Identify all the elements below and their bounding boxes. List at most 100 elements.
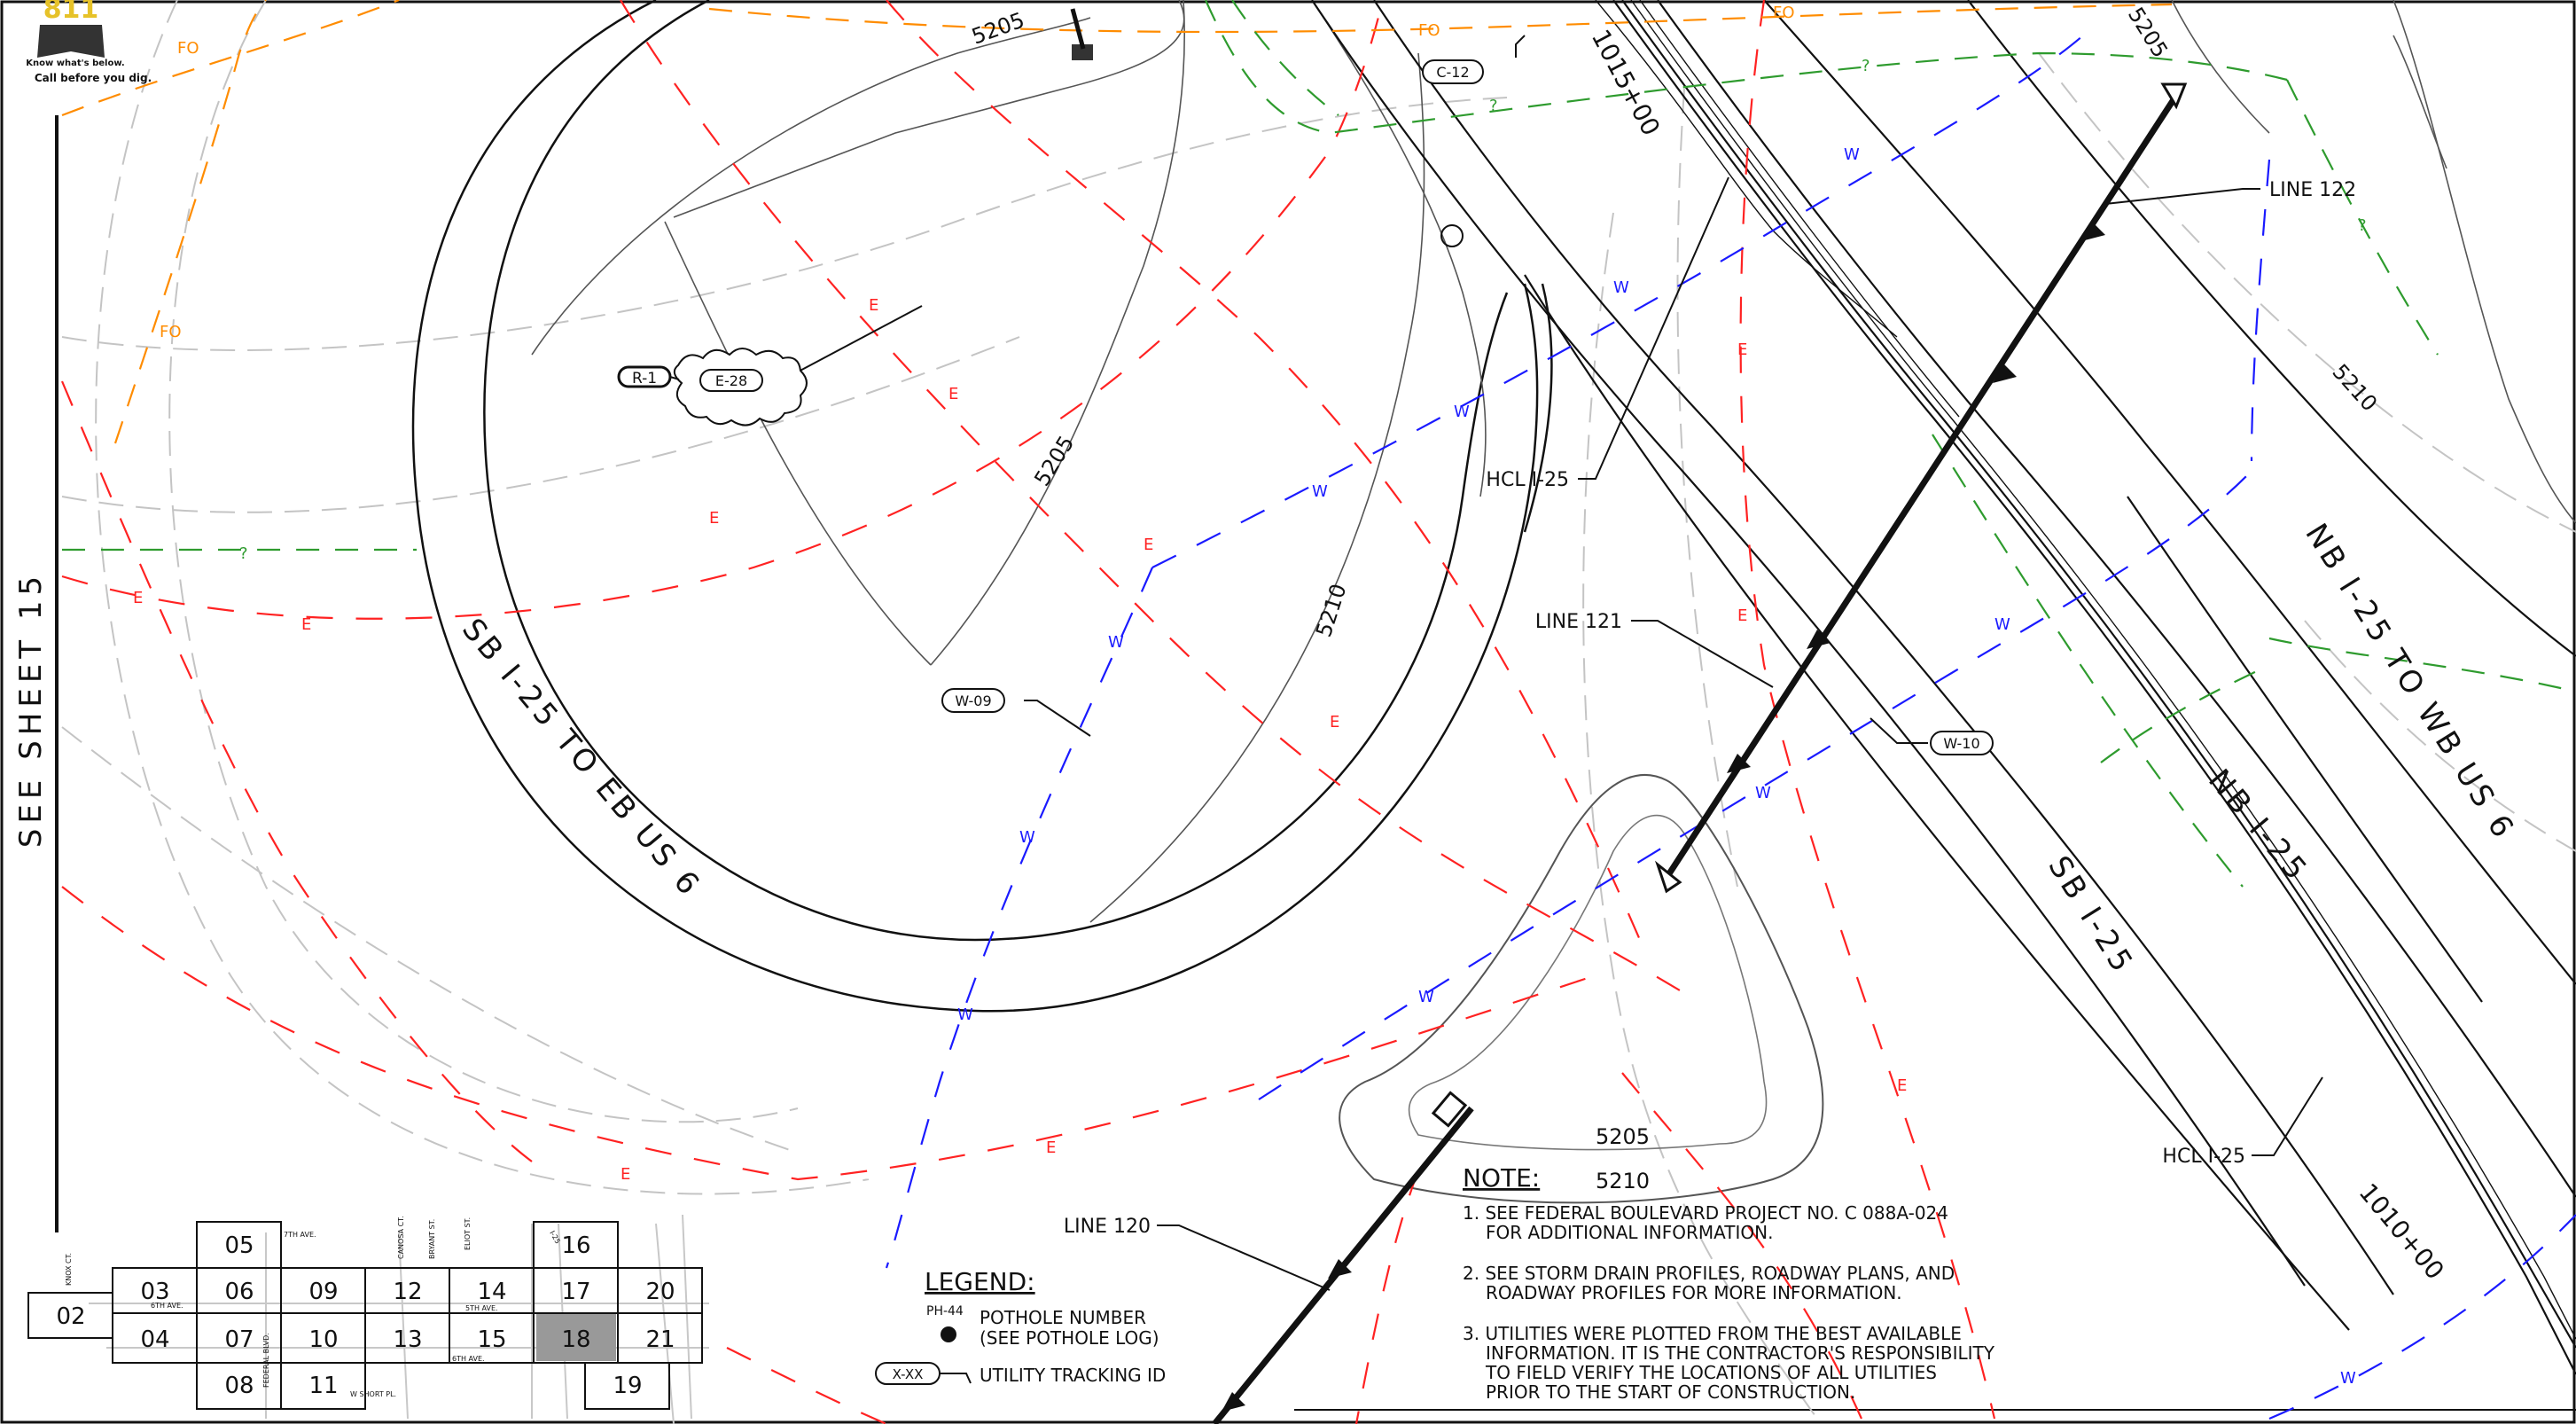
key-map-sheet: 05	[224, 1232, 254, 1259]
road-label: NB I-25	[2201, 763, 2315, 889]
fiber-code: FO	[1418, 21, 1440, 40]
contour-label: 5205	[1029, 432, 1079, 491]
contour-label: 5205	[1596, 1124, 1650, 1149]
water-code: W	[957, 1005, 973, 1024]
contour-label: 5210	[1311, 581, 1352, 640]
road-label: SB I-25	[2041, 850, 2141, 982]
utility-tag-w10: W-10	[1930, 731, 1994, 755]
svg-text:X-XX: X-XX	[893, 1366, 924, 1382]
key-map-sheet: 18	[561, 1326, 590, 1353]
line122-end-marker	[2160, 82, 2188, 110]
legend: LEGEND: PH-44 POTHOLE NUMBER (SEE POTHOL…	[875, 1267, 1166, 1386]
utility-tag-e28-cloud: E-28	[673, 348, 808, 426]
contour-label: 5205	[2123, 3, 2173, 62]
fiber-code: FO	[177, 39, 199, 58]
line120-end-marker	[1431, 1091, 1468, 1128]
electric-lines	[60, 0, 1996, 1424]
notes-title: NOTE:	[1463, 1163, 1540, 1193]
key-map-sheet: 17	[561, 1279, 590, 1305]
key-map-sheet: 11	[308, 1373, 338, 1399]
contour-label: 5210	[2328, 359, 2383, 416]
water-code: W	[1418, 988, 1434, 1006]
electric-code: E	[1737, 340, 1747, 359]
hcl-callout: HCL I-25	[2162, 1146, 2245, 1168]
key-map-sheet: 13	[393, 1326, 422, 1353]
key-map-sheet: 02	[56, 1303, 85, 1330]
key-map-street: FEDERAL BLVD.	[262, 1333, 270, 1388]
water-code: W	[1844, 145, 1860, 164]
key-map-sheet: 15	[477, 1326, 506, 1353]
nb-ramp-linework	[2171, 0, 2576, 524]
legend-pothole-tag: PH-44	[926, 1304, 964, 1318]
ramp-loop	[411, 0, 1553, 1013]
unknown-code: ?	[239, 544, 248, 563]
legend-pothole-text: POTHOLE NUMBER	[980, 1307, 1146, 1328]
electric-code: E	[1330, 713, 1339, 732]
legend-title: LEGEND:	[925, 1267, 1035, 1296]
water-code: W	[1019, 828, 1035, 847]
electric-code: E	[1897, 1076, 1907, 1095]
road-labels: SB I-25 TO EB US 6 NB I-25 TO WB US 6 NB…	[455, 518, 2522, 982]
key-map-street: 7TH AVE.	[284, 1231, 316, 1239]
svg-text:C-12: C-12	[1436, 64, 1469, 81]
key-map-sheet: 09	[308, 1279, 338, 1305]
station-label: 1010+00	[2354, 1178, 2450, 1285]
contour-label: 5210	[1596, 1169, 1650, 1193]
svg-text:811: 811	[43, 0, 99, 25]
island-inner	[1408, 814, 1768, 1151]
legend-tracking-text: UTILITY TRACKING ID	[980, 1365, 1166, 1386]
utility-tag-w09: W-09	[941, 688, 1005, 713]
key-map-street: CANOSA CT.	[397, 1216, 405, 1259]
electric-code: E	[301, 615, 311, 634]
key-map-street: 5TH AVE.	[465, 1304, 498, 1312]
note-text: INFORMATION. IT IS THE CONTRACTOR'S RESP…	[1486, 1342, 1995, 1364]
pothole-symbol	[941, 1326, 956, 1342]
callout-leaders	[779, 35, 2323, 1291]
key-map-sheet: 04	[140, 1326, 169, 1353]
ramp-inner-linework	[531, 0, 1487, 923]
key-map-sheet: 08	[224, 1373, 254, 1399]
call-before-you-dig-logo: 811 Know what's below. Call before you d…	[26, 0, 152, 84]
unknown-code: ?	[2358, 216, 2367, 235]
svg-text:Call before you dig.: Call before you dig.	[35, 72, 152, 84]
key-map-sheet: 12	[393, 1279, 422, 1305]
water-code: W	[1755, 784, 1771, 802]
line-code-letters: E E E E E E E E E E E E W W W W W W W W …	[133, 4, 2367, 1388]
fiber-lines	[61, 0, 2173, 444]
line122-start-marker	[1654, 860, 1682, 894]
note-text: 1. SEE FEDERAL BOULEVARD PROJECT NO. C 0…	[1463, 1202, 1948, 1224]
electric-code: E	[1046, 1138, 1056, 1157]
note-text: 3. UTILITIES WERE PLOTTED FROM THE BEST …	[1463, 1323, 1962, 1344]
water-code: W	[1108, 633, 1124, 652]
callout-labels: HCL I-25 LINE 121 LINE 122 LINE 120 HCL …	[1064, 179, 2356, 1238]
water-code: W	[1454, 403, 1470, 421]
utility-tag-r1: R-1	[617, 365, 680, 388]
island-outline	[1339, 773, 1824, 1204]
line121-callout: LINE 121	[1535, 611, 1622, 633]
water-code: W	[2340, 1369, 2356, 1388]
note-text: FOR ADDITIONAL INFORMATION.	[1486, 1222, 1773, 1243]
unknown-lines	[62, 0, 2576, 888]
electric-code: E	[869, 296, 878, 315]
notes: NOTE: 1. SEE FEDERAL BOULEVARD PROJECT N…	[1463, 1163, 1995, 1403]
key-map-sheet: 16	[561, 1232, 590, 1259]
manhole-symbol	[1440, 224, 1464, 247]
key-map-sheet: 19	[613, 1373, 642, 1399]
existing-contours	[61, 0, 2576, 1420]
electric-code: E	[1144, 536, 1153, 554]
note-text: TO FIELD VERIFY THE LOCATIONS OF ALL UTI…	[1485, 1362, 1937, 1383]
key-map-street: ELIOT ST.	[464, 1217, 472, 1250]
unknown-code: ?	[1489, 97, 1498, 115]
electric-code: E	[948, 385, 958, 403]
pothole-marker	[1072, 44, 1093, 60]
note-text: ROADWAY PROFILES FOR MORE INFORMATION.	[1486, 1282, 1902, 1303]
key-map-street: W SHORT PL.	[350, 1390, 396, 1398]
water-code: W	[1613, 278, 1629, 297]
road-label: SB I-25 TO EB US 6	[455, 612, 708, 904]
svg-text:W-10: W-10	[1943, 735, 1979, 752]
key-map-sheet: 07	[224, 1326, 254, 1353]
note-text: PRIOR TO THE START OF CONSTRUCTION.	[1486, 1381, 1855, 1403]
key-map-street: 6TH AVE.	[452, 1355, 485, 1363]
